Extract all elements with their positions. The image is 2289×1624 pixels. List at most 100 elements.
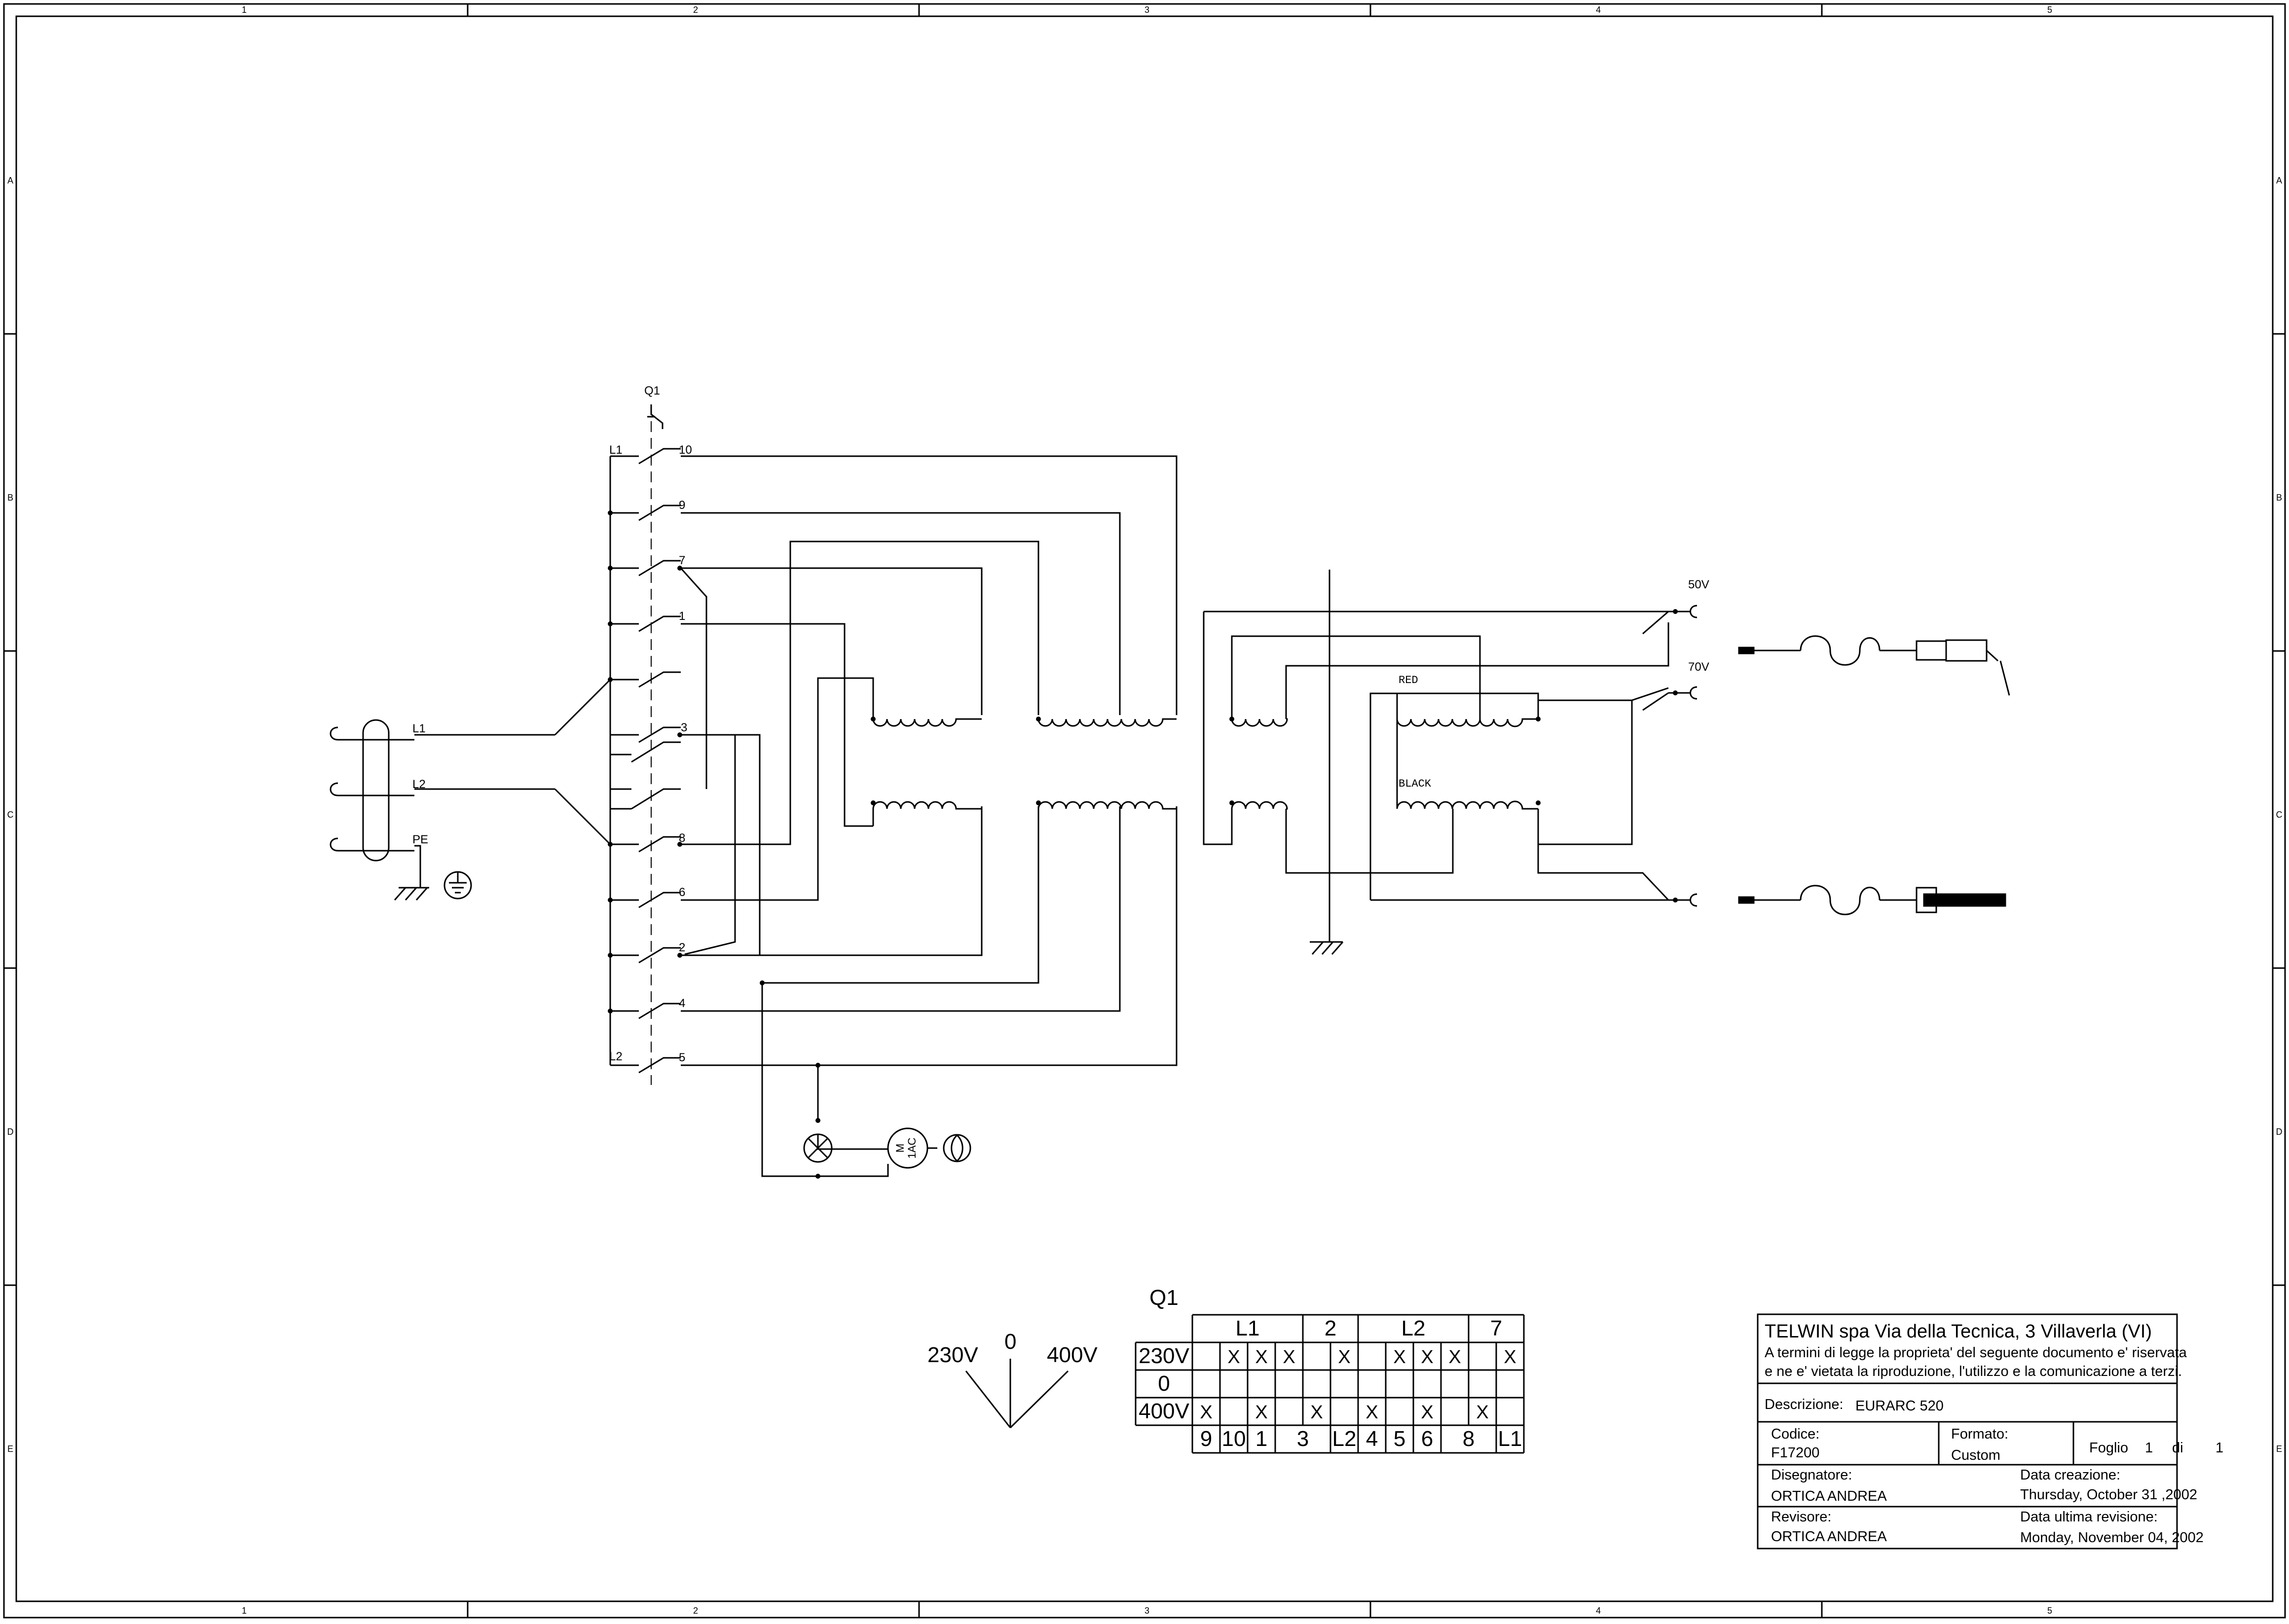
table-cell-mark: X [1255, 1402, 1267, 1423]
created-value: Thursday, October 31 ,2002 [2020, 1487, 2197, 1503]
tap-label-50v: 50V [1688, 578, 1709, 591]
winding-label-black: BLACK [1399, 778, 1432, 790]
table-footer-label: L2 [1332, 1427, 1357, 1451]
contact-label: 9 [679, 499, 685, 512]
code-value: F17200 [1771, 1445, 1819, 1461]
drawer-value: ORTICA ANDREA [1771, 1488, 1887, 1504]
contact-label: 7 [679, 554, 685, 567]
table-cell-mark: X [1310, 1402, 1323, 1423]
row-label-right: A [2276, 176, 2282, 185]
phase-label-l1: L1 [412, 722, 426, 735]
table-cell-mark: X [1448, 1347, 1461, 1368]
title-block [1757, 1313, 2178, 1550]
col-label-top: 2 [693, 5, 698, 15]
primary-wiring [680, 455, 1178, 1177]
revised-label: Data ultima revisione: [2020, 1509, 2158, 1525]
notice-line: e ne e' vietata la riproduzione, l'utili… [1765, 1364, 2182, 1379]
output-sockets [1668, 605, 1698, 907]
contact-label: 2 [679, 941, 685, 954]
table-footer-label: 6 [1421, 1427, 1433, 1451]
input-cable [330, 679, 611, 901]
selector-labels: 230V 0 400V [927, 1330, 1098, 1367]
format-label: Formato: [1951, 1426, 2008, 1442]
row-label-left: E [7, 1444, 13, 1454]
col-label-top: 4 [1596, 5, 1601, 15]
switch-q1-labels: Q1 L1 L2 10 9 7 1 3 8 6 2 4 5 [609, 384, 692, 1064]
table-cell-mark: X [1393, 1347, 1405, 1368]
created-label: Data creazione: [2020, 1467, 2120, 1483]
format-value: Custom [1951, 1447, 2000, 1463]
winding-label-red: RED [1399, 674, 1418, 686]
table-title: Q1 [1149, 1286, 1179, 1310]
motor-label: M [894, 1144, 906, 1153]
table-cell-mark: X [1338, 1347, 1350, 1368]
frame-dividers [4, 4, 2285, 1618]
primary-coils [872, 718, 1177, 826]
contact-label: 4 [679, 997, 685, 1010]
row-label-right: C [2276, 810, 2283, 820]
table-cell-mark: X [1255, 1347, 1267, 1368]
row-label-right: E [2276, 1444, 2282, 1454]
table-cell-mark: X [1227, 1347, 1240, 1368]
col-label-bottom: 5 [2047, 1606, 2052, 1616]
table-footer-label: 5 [1394, 1427, 1405, 1451]
table-footer-label: 4 [1366, 1427, 1378, 1451]
col-label-bottom: 4 [1596, 1606, 1601, 1616]
phase-label-l2: L2 [412, 778, 426, 791]
table-cell-mark: X [1366, 1402, 1378, 1423]
selector-left-label: 230V [927, 1343, 978, 1367]
table-footer-label: 10 [1222, 1427, 1246, 1451]
motor-labels: M 1AC [894, 1137, 918, 1158]
input-labels: L1 L2 PE [412, 722, 428, 846]
contact-label: 3 [681, 721, 687, 734]
electrode-holder-cable [1738, 635, 2010, 696]
title-block-text: TELWIN spa Via della Tecnica, 3 Villaver… [1765, 1321, 2223, 1546]
contact-label: 8 [679, 831, 685, 845]
drawer-label: Disegnatore: [1771, 1467, 1852, 1483]
revised-value: Monday, November 04, 2002 [2020, 1530, 2204, 1546]
reviewer-label: Revisore: [1771, 1509, 1832, 1525]
table-footer-label: 1 [1255, 1427, 1267, 1451]
switch-name: Q1 [644, 384, 660, 397]
frame-row-labels: A B C D E A B C D E [7, 176, 2283, 1454]
primary-dots [760, 717, 1041, 1179]
selector-right-label: 400V [1047, 1343, 1098, 1367]
code-label: Codice: [1771, 1426, 1819, 1442]
switch-q1-junctions [608, 510, 682, 1013]
description-label: Descrizione: [1765, 1397, 1844, 1412]
sheet-total: 1 [2215, 1440, 2223, 1456]
table-group-header: L2 [1402, 1316, 1426, 1340]
company-name: TELWIN spa Via della Tecnica, 3 Villaver… [1765, 1321, 2152, 1342]
table-cell-mark: X [1421, 1347, 1433, 1368]
description-value: EURARC 520 [1855, 1398, 1944, 1414]
ground-clamp-cable [1738, 885, 2006, 915]
table-row-label: 400V [1139, 1399, 1189, 1423]
secondary-labels: 50V 70V RED BLACK [1399, 578, 1709, 790]
table-row-label: 230V [1139, 1344, 1189, 1368]
sheet-number: 1 [2145, 1440, 2153, 1456]
frame-column-labels: 1 2 3 4 5 1 2 3 4 5 [242, 5, 2052, 1616]
col-label-bottom: 2 [693, 1606, 698, 1616]
contact-label: 10 [679, 443, 692, 457]
motor-label: 1AC [906, 1137, 918, 1158]
table-cell-mark: X [1421, 1402, 1433, 1423]
table-footer-label: 8 [1463, 1427, 1475, 1451]
row-label-right: B [2276, 493, 2282, 503]
secondary-coils [1231, 718, 1538, 810]
row-label-left: A [7, 176, 13, 185]
col-label-top: 1 [242, 5, 247, 15]
sheet-label: Foglio [2089, 1440, 2128, 1456]
table-row-label: 0 [1158, 1371, 1170, 1396]
col-label-top: 5 [2047, 5, 2052, 15]
col-label-bottom: 1 [242, 1606, 247, 1616]
col-label-bottom: 3 [1144, 1606, 1149, 1616]
table-group-header: L1 [1236, 1316, 1260, 1340]
table-footer-label: L1 [1498, 1427, 1522, 1451]
selector-symbol [965, 1359, 1069, 1429]
table-cell-mark: X [1476, 1402, 1488, 1423]
table-cell-mark: X [1283, 1347, 1295, 1368]
lamp [803, 1133, 833, 1163]
